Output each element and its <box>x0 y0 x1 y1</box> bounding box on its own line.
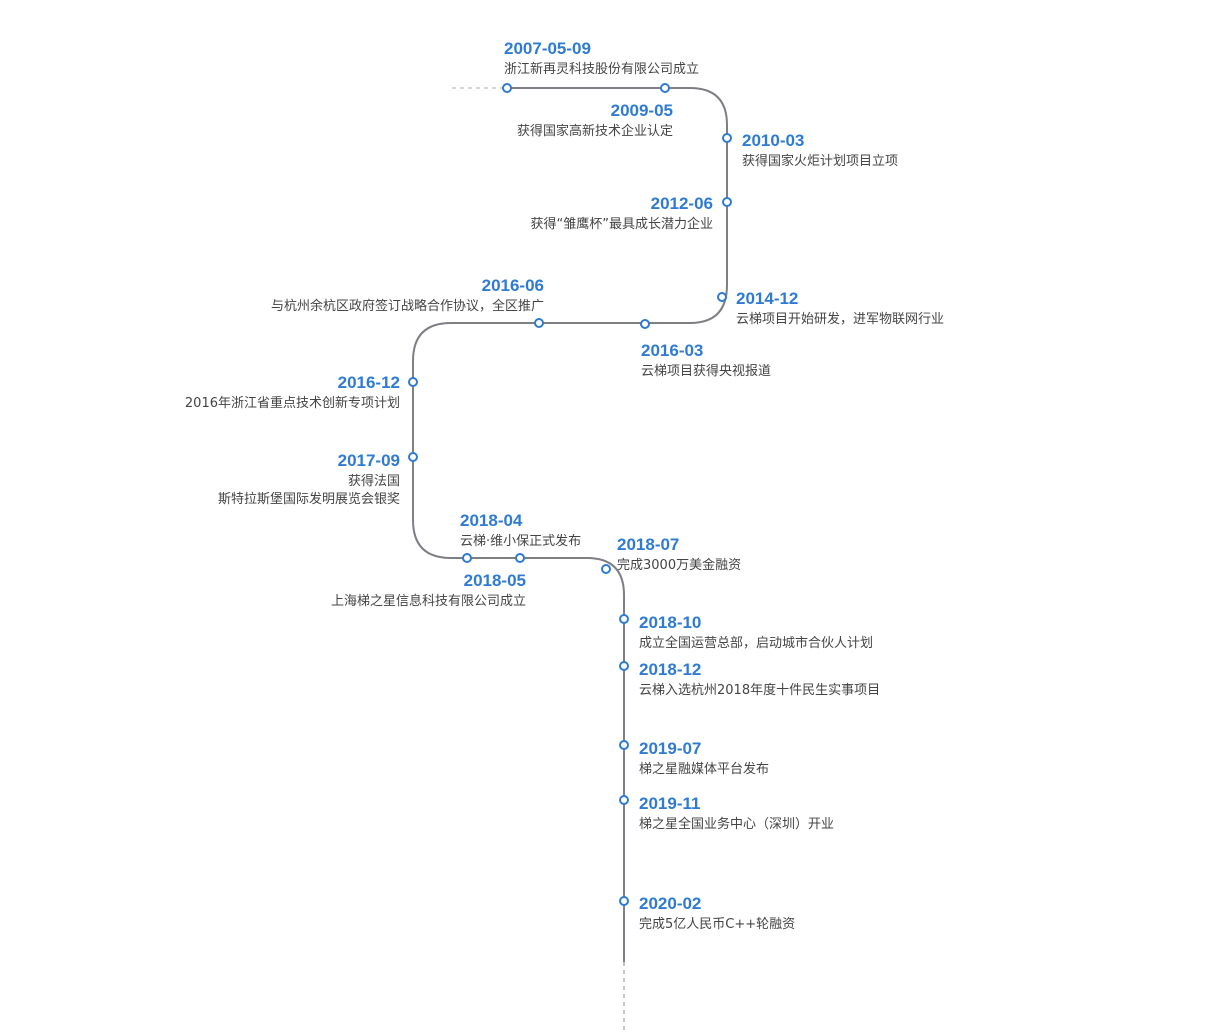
milestone-dot <box>619 614 629 624</box>
milestone-description: 完成5亿人民币C++轮融资 <box>639 917 795 932</box>
milestone-dot <box>619 896 629 906</box>
milestone-date: 2018-12 <box>639 660 701 679</box>
milestone-2018-12: 2018-12 云梯入选杭州2018年度十件民生实事项目 <box>619 660 880 698</box>
milestone-dot <box>515 553 525 563</box>
milestone-description: 获得国家火炬计划项目立项 <box>742 153 898 169</box>
milestone-2009-05: 2009-05 获得国家高新技术企业认定 <box>517 83 673 139</box>
milestone-2018-05: 2018-05 上海梯之星信息科技有限公司成立 <box>331 553 526 609</box>
milestone-date: 2018-07 <box>617 535 679 554</box>
milestone-2019-11: 2019-11 梯之星全国业务中心（深圳）开业 <box>619 794 834 832</box>
milestone-date: 2018-05 <box>464 571 526 590</box>
milestone-description: 云梯项目开始研发，进军物联网行业 <box>736 311 944 327</box>
milestone-description: 2016年浙江省重点技术创新专项计划 <box>185 395 400 411</box>
milestone-description: 获得“雏鹰杯”最具成长潜力企业 <box>531 216 713 232</box>
milestone-dot <box>408 377 418 387</box>
milestone-2007-05-09: 2007-05-09 浙江新再灵科技股份有限公司成立 <box>502 39 699 93</box>
milestone-2014-12: 2014-12 云梯项目开始研发，进军物联网行业 <box>717 289 944 327</box>
milestone-2016-03: 2016-03 云梯项目获得央视报道 <box>640 319 771 379</box>
milestone-dot <box>717 292 727 302</box>
milestone-description: 云梯入选杭州2018年度十件民生实事项目 <box>639 682 880 698</box>
milestone-date: 2018-04 <box>460 511 523 530</box>
milestone-description: 云梯·维小保正式发布 <box>460 533 581 549</box>
milestone-2018-04: 2018-04 云梯·维小保正式发布 <box>460 511 581 563</box>
milestone-2020-02: 2020-02 完成5亿人民币C++轮融资 <box>619 894 795 932</box>
milestone-dot <box>722 133 732 143</box>
milestone-description: 完成3000万美金融资 <box>617 557 741 573</box>
milestone-description: 获得国家高新技术企业认定 <box>517 123 673 139</box>
milestone-date: 2009-05 <box>611 101 673 120</box>
milestone-2012-06: 2012-06 获得“雏鹰杯”最具成长潜力企业 <box>531 194 732 232</box>
milestone-dot <box>722 197 732 207</box>
milestone-description: 上海梯之星信息科技有限公司成立 <box>331 593 526 609</box>
milestone-2018-10: 2018-10 成立全国运营总部，启动城市合伙人计划 <box>619 613 873 651</box>
milestone-2019-07: 2019-07 梯之星融媒体平台发布 <box>619 739 769 777</box>
milestone-date: 2012-06 <box>651 194 713 213</box>
milestone-date: 2014-12 <box>736 289 798 308</box>
milestone-date: 2019-07 <box>639 739 701 758</box>
milestone-dot <box>619 661 629 671</box>
timeline-nodes: 2007-05-09 浙江新再灵科技股份有限公司成立 2009-05 获得国家高新技术… <box>185 39 944 932</box>
milestone-description: 成立全国运营总部，启动城市合伙人计划 <box>639 635 873 651</box>
milestone-description: 获得法国 <box>348 473 400 489</box>
track-path <box>412 87 728 962</box>
milestone-description: 斯特拉斯堡国际发明展览会银奖 <box>218 491 400 507</box>
milestone-date: 2016-03 <box>641 341 703 360</box>
milestone-dot <box>534 318 544 328</box>
milestone-dot <box>660 83 670 93</box>
timeline-track <box>412 87 728 1032</box>
milestone-dot <box>502 83 512 93</box>
milestone-dot <box>462 553 472 563</box>
milestone-dot <box>619 740 629 750</box>
milestone-description: 云梯项目获得央视报道 <box>641 363 771 379</box>
milestone-description: 浙江新再灵科技股份有限公司成立 <box>504 61 699 77</box>
milestone-date: 2016-12 <box>338 373 400 392</box>
milestone-description: 梯之星融媒体平台发布 <box>639 761 769 777</box>
milestone-date: 2017-09 <box>338 451 400 470</box>
milestone-2016-12: 2016-12 2016年浙江省重点技术创新专项计划 <box>185 373 418 411</box>
milestone-date: 2019-11 <box>639 794 700 813</box>
milestone-date: 2018-10 <box>639 613 701 632</box>
milestone-description: 与杭州余杭区政府签订战略合作协议，全区推广 <box>271 298 544 314</box>
milestone-dot <box>640 319 650 329</box>
milestone-2018-07: 2018-07 完成3000万美金融资 <box>601 535 741 574</box>
milestone-date: 2010-03 <box>742 131 804 150</box>
milestone-date: 2007-05-09 <box>504 39 591 58</box>
milestone-2016-06: 2016-06 与杭州余杭区政府签订战略合作协议，全区推广 <box>271 276 544 328</box>
milestone-dot <box>619 795 629 805</box>
milestone-dot <box>408 452 418 462</box>
milestone-description: 梯之星全国业务中心（深圳）开业 <box>639 816 834 832</box>
milestone-date: 2020-02 <box>639 894 701 913</box>
milestone-date: 2016-06 <box>482 276 544 295</box>
milestone-2010-03: 2010-03 获得国家火炬计划项目立项 <box>722 131 898 169</box>
milestone-dot <box>601 564 611 574</box>
